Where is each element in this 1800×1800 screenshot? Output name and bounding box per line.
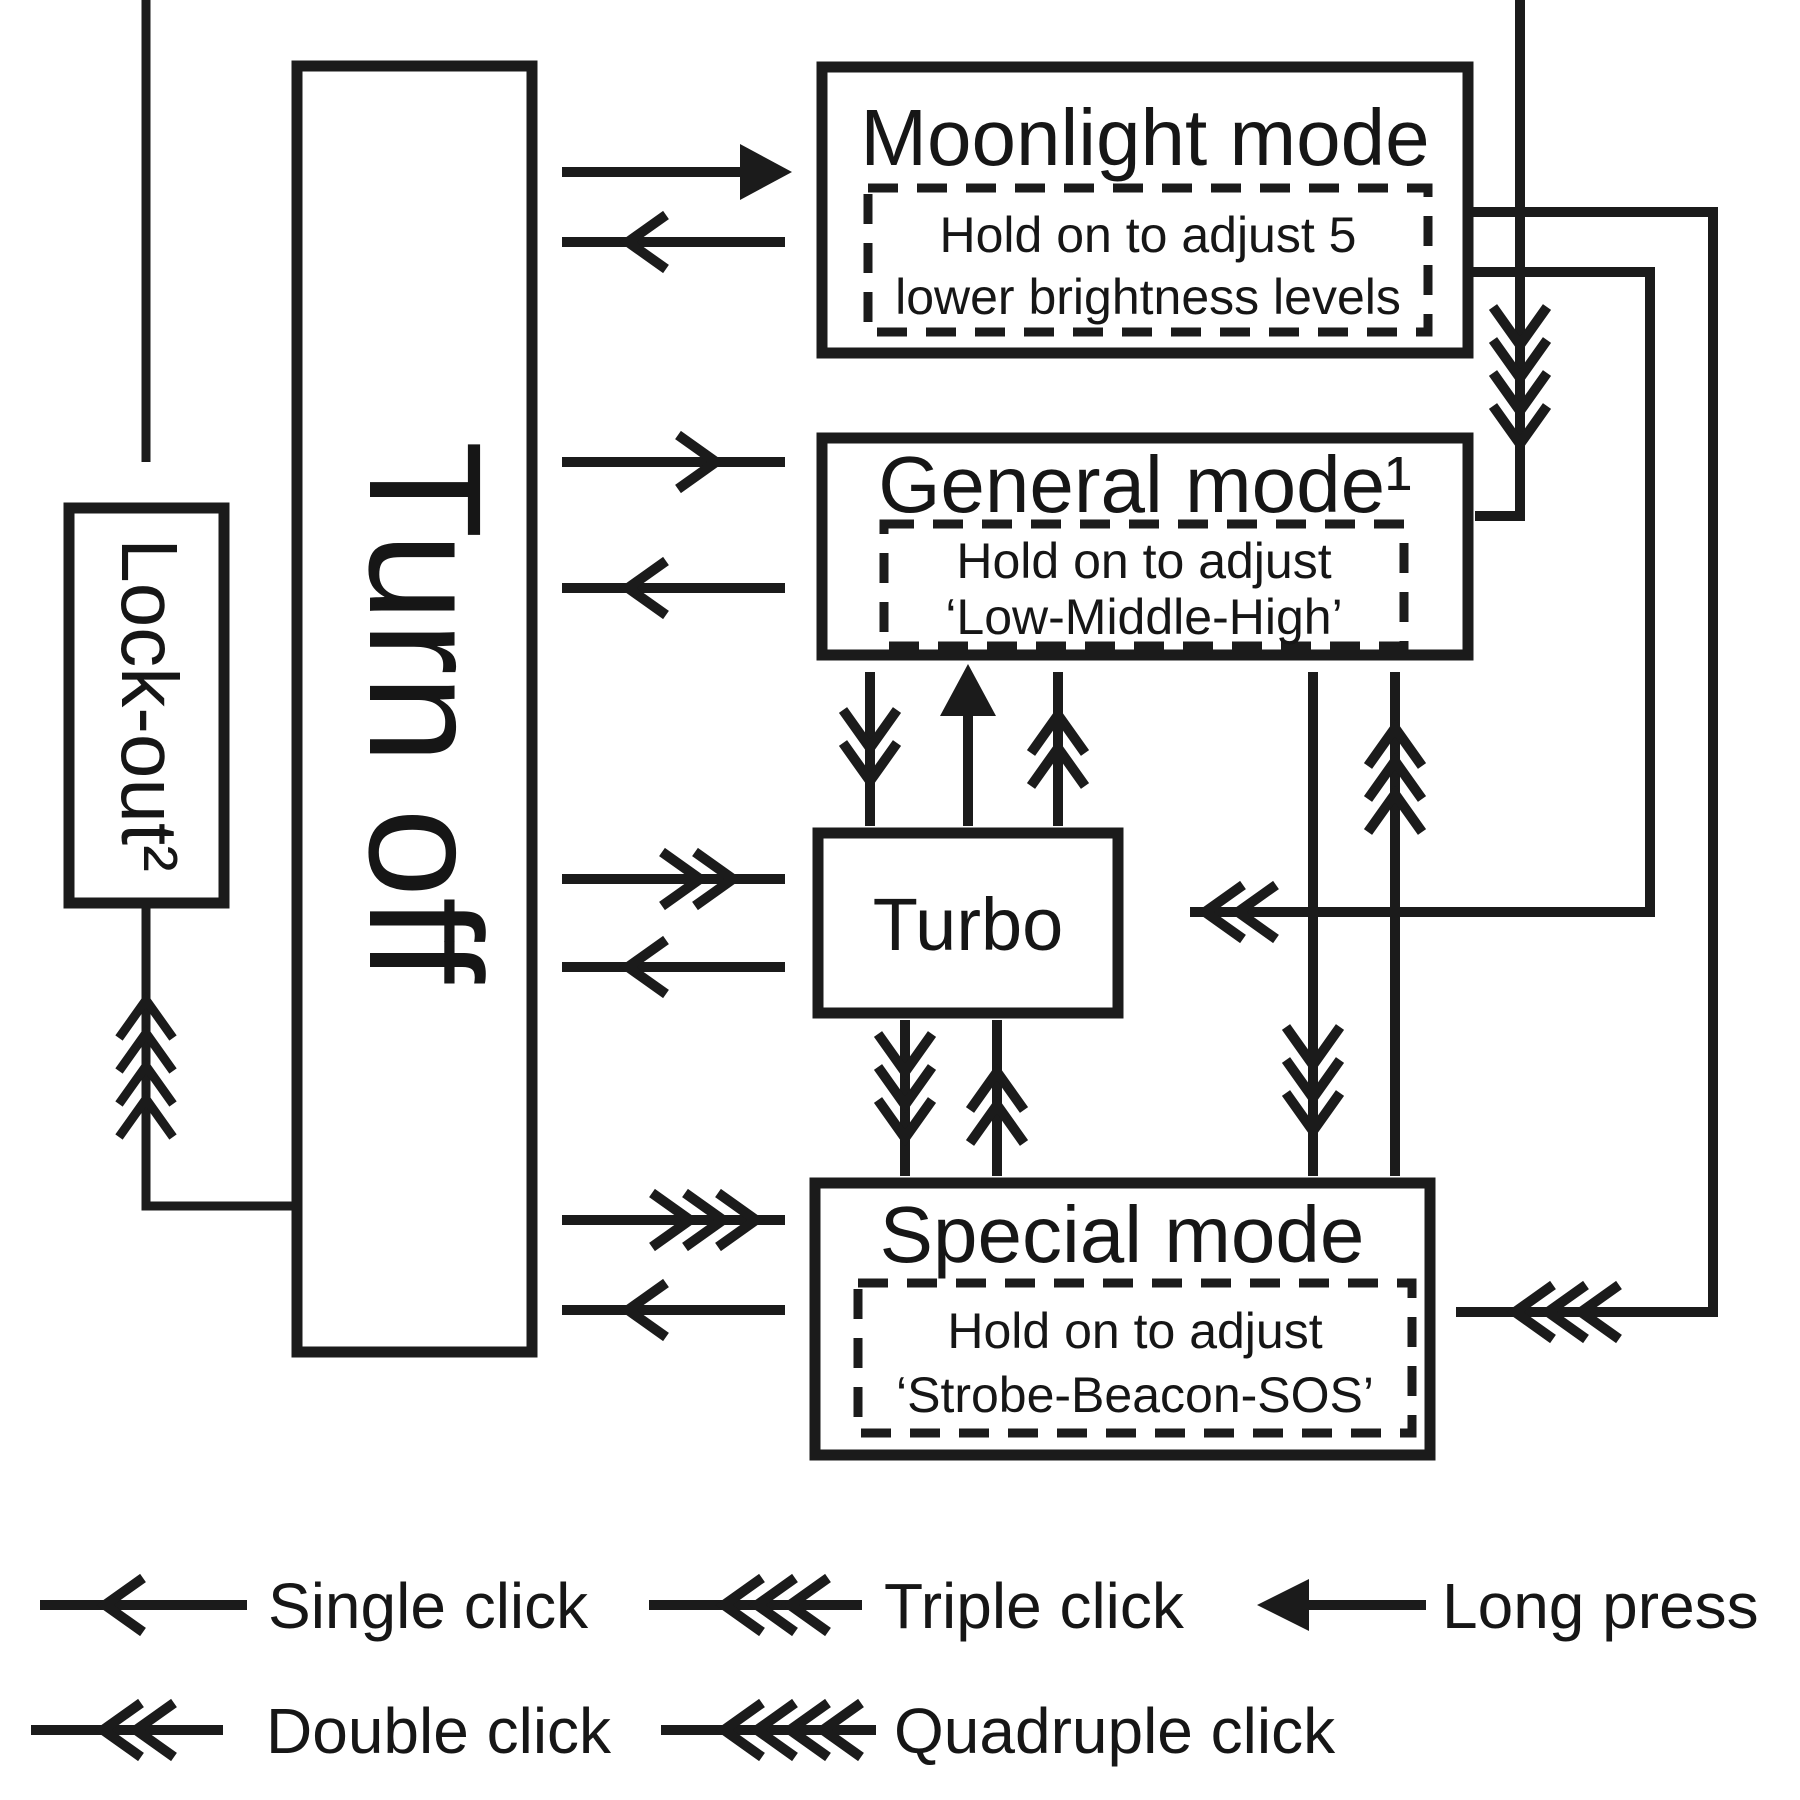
arrow-moonlight-to-off-single: [562, 215, 785, 269]
legend-triple-label: Triple click: [884, 1570, 1185, 1642]
state-turbo: Turbo: [812, 827, 1124, 1019]
arrow-general-to-special-triple: [1286, 672, 1340, 1176]
general-hold-box: [879, 519, 1409, 651]
arrow-special-to-turbo-double: [970, 1020, 1024, 1176]
arrow-off-to-turbo-double: [562, 852, 785, 906]
arrow-turbo-to-special-triple: [878, 1020, 932, 1176]
states: Turn off Lock-out² Moonlight mode Hold o…: [63, 60, 1474, 1461]
special-hold-line1: Hold on to adjust: [947, 1303, 1322, 1359]
turbo-box: [812, 827, 1124, 1019]
arrow-off-to-special-triple: [562, 1193, 785, 1247]
special-hold-box: [853, 1278, 1417, 1438]
arrow-moonlight-to-turbo-double: [1190, 267, 1655, 939]
arrow-special-to-off-single: [562, 1283, 785, 1337]
legend-triple-click: Triple click: [649, 1570, 1185, 1642]
arrow-turbo-to-off-single: [562, 940, 785, 994]
arrow-path: [141, 903, 293, 1211]
general-hold-line1: Hold on to adjust: [956, 533, 1331, 589]
arrow-path: [1475, 0, 1525, 521]
moonlight-hold-line1: Hold on to adjust 5: [940, 207, 1357, 263]
special-box: [809, 1177, 1436, 1461]
legend-single-click: Single click: [40, 1570, 589, 1642]
state-general: General mode¹ Hold on to adjust ‘Low-Mid…: [816, 432, 1474, 661]
moonlight-hold-box: [863, 183, 1433, 337]
legend-double-label: Double click: [266, 1695, 612, 1767]
arrowhead-solid-icon: [940, 664, 996, 716]
arrow-off-to-general-single: [562, 435, 785, 489]
turn-off-box: [291, 60, 538, 1358]
moonlight-box: [816, 61, 1474, 359]
state-lock-out: Lock-out²: [63, 502, 230, 909]
special-title: Special mode: [880, 1190, 1365, 1279]
legend-single-label: Single click: [268, 1570, 589, 1642]
arrow-general-to-turbo-double: [843, 672, 897, 826]
legend: Single click Triple click Long press Dou…: [31, 1570, 1759, 1767]
general-hold-line2: ‘Low-Middle-High’: [945, 589, 1342, 645]
special-hold-line2: ‘Strobe-Beacon-SOS’: [896, 1367, 1374, 1423]
state-turn-off: Turn off: [291, 60, 538, 1358]
arrow-general-to-off-single: [562, 561, 785, 615]
turbo-title: Turbo: [873, 883, 1064, 966]
arrow-special-to-general-triple: [1368, 672, 1422, 1176]
general-title: General mode¹: [878, 440, 1412, 529]
state-special: Special mode Hold on to adjust ‘Strobe-B…: [809, 1177, 1436, 1461]
legend-double-click: Double click: [31, 1695, 612, 1767]
arrow-lockout-to-general-quadruple: [1475, 0, 1547, 521]
arrow-off-to-lockout-quadruple: [119, 903, 293, 1211]
general-box: [816, 432, 1474, 661]
arrowhead-solid-icon: [740, 144, 792, 200]
state-moonlight: Moonlight mode Hold on to adjust 5 lower…: [816, 61, 1474, 359]
legend-longpress-label: Long press: [1442, 1570, 1759, 1642]
arrow-turbo-to-general-double: [1031, 672, 1085, 826]
legend-quadruple-label: Quadruple click: [894, 1695, 1336, 1767]
moonlight-hold-line2: lower brightness levels: [895, 269, 1401, 325]
legend-quadruple-click: Quadruple click: [661, 1695, 1336, 1767]
legend-long-press: Long press: [1257, 1570, 1759, 1642]
connectors: [119, 0, 1718, 1339]
arrow-path: [1190, 267, 1655, 917]
turn-off-label: Turn off: [336, 441, 515, 984]
arrow-turbo-to-general-longpress: [940, 664, 996, 826]
arrow-off-to-moonlight-longpress: [562, 144, 792, 200]
arrow-moonlight-to-special-triple: [1456, 207, 1718, 1339]
lock-out-label: Lock-out²: [105, 538, 194, 871]
lock-out-box: [63, 502, 230, 909]
moonlight-title: Moonlight mode: [860, 93, 1429, 182]
arrowhead-solid-icon: [1257, 1579, 1309, 1631]
